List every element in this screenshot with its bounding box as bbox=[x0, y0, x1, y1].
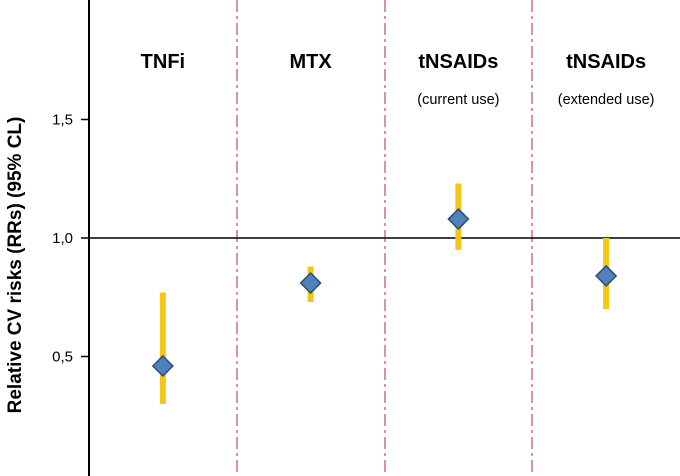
y-tick-label: 1,5 bbox=[52, 112, 73, 129]
y-axis-ticks: 0,5 1,0 1,5 bbox=[52, 112, 89, 366]
rr-markers bbox=[151, 207, 618, 378]
category-subtitle: (extended use) bbox=[558, 92, 655, 108]
category-subtitle: (current use) bbox=[417, 92, 499, 108]
rr-marker bbox=[447, 207, 470, 231]
y-axis-title: Relative CV risks (RRs) (95% CL) bbox=[5, 117, 26, 414]
category-title: tNSAIDs bbox=[566, 51, 646, 73]
category-title: MTX bbox=[290, 51, 333, 73]
y-tick-label: 0,5 bbox=[52, 349, 73, 366]
y-tick-label: 1,0 bbox=[52, 230, 73, 247]
rr-marker bbox=[299, 271, 322, 295]
category-title: tNSAIDs bbox=[418, 51, 498, 73]
rr-marker bbox=[595, 264, 618, 287]
rr-marker bbox=[151, 354, 174, 378]
category-labels: TNFi MTX tNSAIDs (current use) tNSAIDs (exten… bbox=[141, 51, 655, 108]
category-title: TNFi bbox=[141, 51, 185, 73]
